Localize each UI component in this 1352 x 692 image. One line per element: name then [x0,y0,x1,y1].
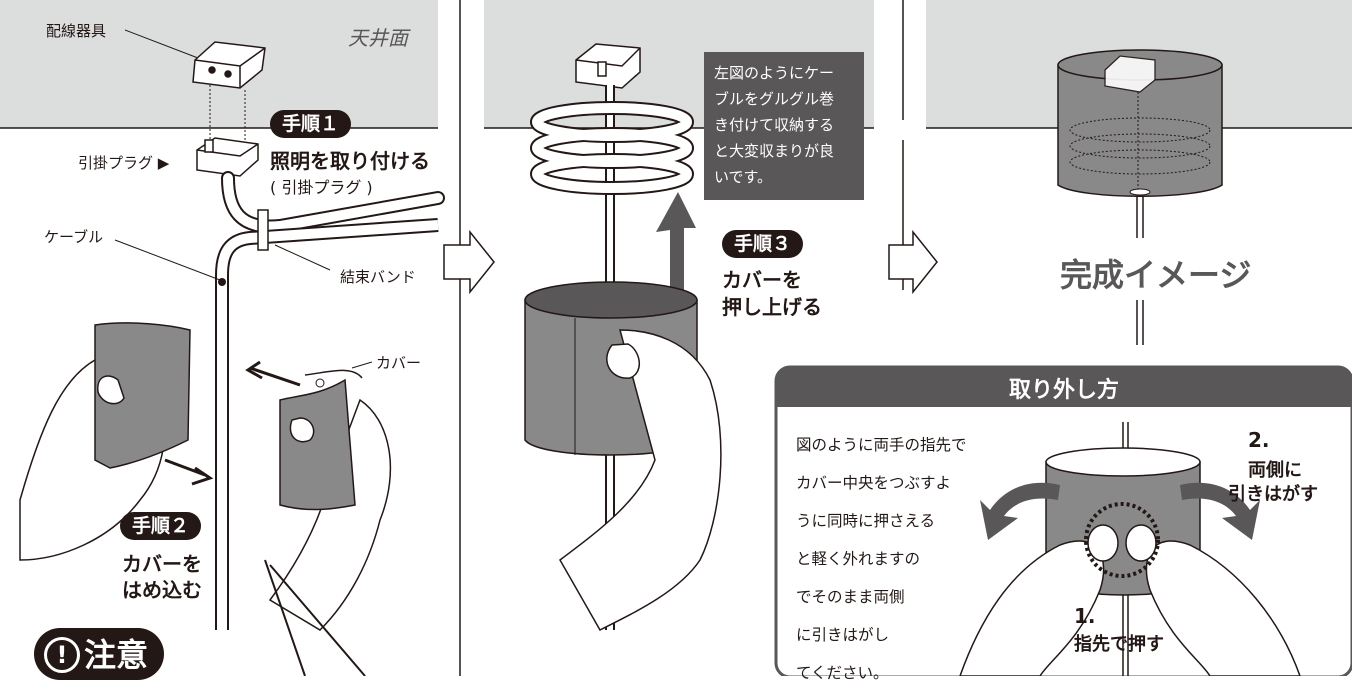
illustration [0,0,1352,676]
note-line: ブルをグルグル巻 [714,90,835,108]
storage-note: 左図のようにケー ブルをグルグル巻 き付けて収納する と大変収まりが良 いです。 [704,52,864,200]
installed-cover [1057,64,1223,197]
hand-panel2 [559,329,722,631]
pull-arrow-right [1180,482,1260,540]
cover-drawing-left [94,322,191,469]
removal-instructions: 図のように両手の指先で カバー中央をつぶすよ うに同時に押さえる と軽く外れます… [796,426,967,692]
removal-step2-line2: 引きはがす [1228,484,1318,505]
push-up-arrow [656,192,696,330]
note-line: 左図のようにケー [714,64,835,82]
step3-badge: 手順３ [722,230,804,258]
plug-label: 引掛プラグ ▶ [78,154,170,172]
next-arrow-2 [888,229,938,295]
exclamation-circle-icon: ! [44,637,80,673]
removal-line: に引きはがし [796,626,890,644]
complete-title: 完成イメージ [1060,256,1252,294]
cover-drawing-right [279,378,356,511]
thumb-left [1087,524,1119,562]
cover-label: カバー [376,354,422,372]
note-line: いです。 [714,168,773,186]
fixture-label: 配線器具 [46,22,107,40]
plug-drawing [196,137,259,177]
removal-line: 図のように両手の指先で [796,436,967,454]
cable-tie [257,209,269,251]
removal-line: でそのまま両側 [796,588,905,606]
next-arrow-1 [443,229,495,295]
step1-sub: ( 引掛プラグ ) [270,178,373,197]
removal-line: カバー中央をつぶすよ [796,474,952,492]
hand-right-drawing [268,398,392,631]
caution-badge: !注意 [34,628,165,680]
removal-step2-num: 2. [1248,428,1270,452]
note-line: き付けて収納する [714,116,835,134]
removal-header: 取り外し方 [1008,378,1119,403]
step1-badge: 手順１ [270,110,352,138]
caution-label: 注意 [84,636,149,674]
cable-label: ケーブル [44,228,104,246]
fixture-panel2 [575,43,641,89]
step2-badge: 手順２ [120,512,202,540]
press-target [1084,502,1160,578]
removal-line: と軽く外れますの [796,550,921,568]
removal-line: てください。 [796,664,889,682]
step2-line1: カバーを [122,552,202,576]
step3-line1: カバーを [722,268,802,292]
pull-arrow-left [980,482,1060,540]
removal-step1-label: 指先で押す [1074,634,1164,655]
removal-step1-num: 1. [1074,604,1096,628]
step3-line2: 押し上げる [722,295,822,319]
ceiling-label: 天井面 [348,26,408,50]
note-line: と大変収まりが良 [714,142,835,160]
removal-line: うに同時に押さえる [796,512,936,530]
wiring-fixture [192,41,266,89]
step2-line2: はめ込む [122,578,202,602]
band-label: 結束バンド [340,268,416,286]
removal-step2-line1: 両側に [1248,460,1302,481]
thumb-right [1125,524,1157,562]
step1-title: 照明を取り付ける [270,149,430,173]
